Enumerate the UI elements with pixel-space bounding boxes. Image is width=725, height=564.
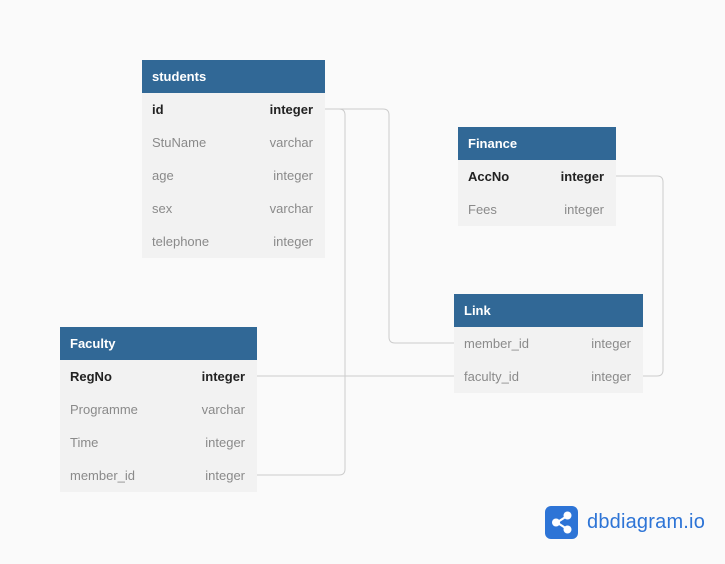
table-row[interactable]: member_id integer [60, 459, 257, 492]
column-name: member_id [464, 336, 530, 351]
relation-students-id-faculty-member-id[interactable] [257, 108, 346, 476]
table-row[interactable]: Programme varchar [60, 393, 257, 426]
column-name: member_id [70, 468, 136, 483]
column-type: integer [591, 369, 631, 384]
column-type: integer [273, 168, 313, 183]
table-finance[interactable]: Finance AccNo integer Fees integer [458, 127, 616, 226]
column-type: integer [205, 435, 245, 450]
column-type: integer [205, 468, 245, 483]
column-type: varchar [269, 201, 313, 216]
column-name: sex [152, 201, 173, 216]
column-name: StuName [152, 135, 207, 150]
relation-finance-accno-link-faculty-id[interactable] [616, 175, 664, 377]
column-name: age [152, 168, 174, 183]
table-link[interactable]: Link member_id integer faculty_id intege… [454, 294, 643, 393]
column-name: Programme [70, 402, 138, 417]
table-header[interactable]: students [142, 60, 325, 93]
table-row[interactable]: id integer [142, 93, 325, 126]
column-type: integer [201, 369, 245, 384]
column-name: AccNo [468, 169, 510, 184]
column-name: Fees [468, 202, 497, 217]
column-name: faculty_id [464, 369, 519, 384]
table-row[interactable]: telephone integer [142, 225, 325, 258]
share-nodes-icon [545, 506, 578, 539]
column-name: telephone [152, 234, 210, 249]
column-name: id [152, 102, 164, 117]
column-type: varchar [201, 402, 245, 417]
table-row[interactable]: RegNo integer [60, 360, 257, 393]
table-row[interactable]: AccNo integer [458, 160, 616, 193]
table-row[interactable]: member_id integer [454, 327, 643, 360]
brand-link[interactable]: dbdiagram.io [545, 506, 705, 539]
brand-name: dbdiagram.io [587, 511, 706, 533]
table-header[interactable]: Faculty [60, 327, 257, 360]
table-row[interactable]: StuName varchar [142, 126, 325, 159]
column-type: integer [560, 169, 604, 184]
column-name: RegNo [70, 369, 112, 384]
table-row[interactable]: sex varchar [142, 192, 325, 225]
table-header[interactable]: Finance [458, 127, 616, 160]
column-name: Time [70, 435, 99, 450]
column-type: integer [273, 234, 313, 249]
column-type: integer [591, 336, 631, 351]
table-row[interactable]: Fees integer [458, 193, 616, 226]
column-type: integer [269, 102, 313, 117]
column-type: varchar [269, 135, 313, 150]
table-header[interactable]: Link [454, 294, 643, 327]
table-row[interactable]: faculty_id integer [454, 360, 643, 393]
relation-students-id-link-member-id[interactable] [325, 108, 454, 344]
table-row[interactable]: age integer [142, 159, 325, 192]
table-faculty[interactable]: Faculty RegNo integer Programme varchar … [60, 327, 257, 492]
table-students[interactable]: students id integer StuName varchar age … [142, 60, 325, 258]
table-row[interactable]: Time integer [60, 426, 257, 459]
column-type: integer [564, 202, 604, 217]
